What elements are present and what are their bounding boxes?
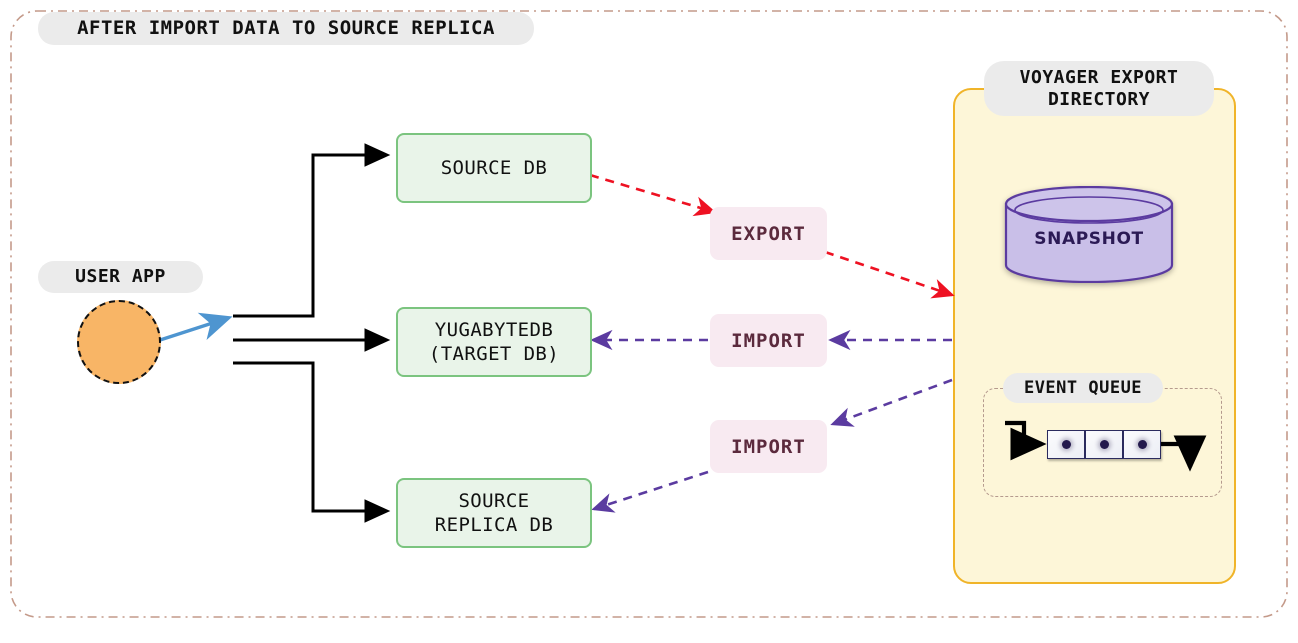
arrow-fanout-to-source-replica-db [233, 361, 391, 523]
outer-frame [10, 10, 1288, 618]
snapshot-shape [1004, 185, 1174, 284]
arrow-voyager-to-import-replica [830, 378, 953, 427]
import-replica-action-label: IMPORT [710, 420, 827, 473]
export-action-label: EXPORT [710, 207, 827, 260]
user-app-circle [77, 300, 161, 384]
snapshot-label: SNAPSHOT [1034, 228, 1144, 249]
event-dot-icon [1061, 440, 1071, 449]
arrow-fanout-to-source-db [233, 143, 391, 318]
event-queue-cell [1085, 430, 1123, 459]
arrow-export-to-voyager [824, 250, 955, 299]
target-db-box: YUGABYTEDB (TARGET DB) [396, 307, 592, 377]
snapshot-cylinder: SNAPSHOT [1003, 185, 1175, 284]
voyager-export-directory-title: VOYAGER EXPORT DIRECTORY [984, 61, 1214, 116]
source-db-box: SOURCE DB [396, 133, 592, 203]
arrow-event-queue-in [1005, 420, 1047, 461]
user-app-title: USER APP [38, 261, 203, 293]
arrow-user-app-to-fanout [156, 312, 233, 343]
arrow-event-queue-out [1161, 435, 1207, 472]
arrow-source-db-to-export [589, 173, 717, 217]
event-dot-icon [1099, 440, 1109, 449]
voyager-export-directory-panel [953, 88, 1236, 584]
source-replica-db-box: SOURCE REPLICA DB [396, 478, 592, 548]
event-queue-cell [1123, 430, 1161, 459]
event-queue-cell [1047, 430, 1085, 459]
arrow-import-replica-to-source-replica-db [591, 470, 709, 513]
event-dot-icon [1137, 440, 1147, 449]
import-target-action-label: IMPORT [710, 314, 827, 367]
event-queue-title: EVENT QUEUE [1003, 373, 1163, 403]
diagram-title-badge: AFTER IMPORT DATA TO SOURCE REPLICA [38, 12, 534, 45]
